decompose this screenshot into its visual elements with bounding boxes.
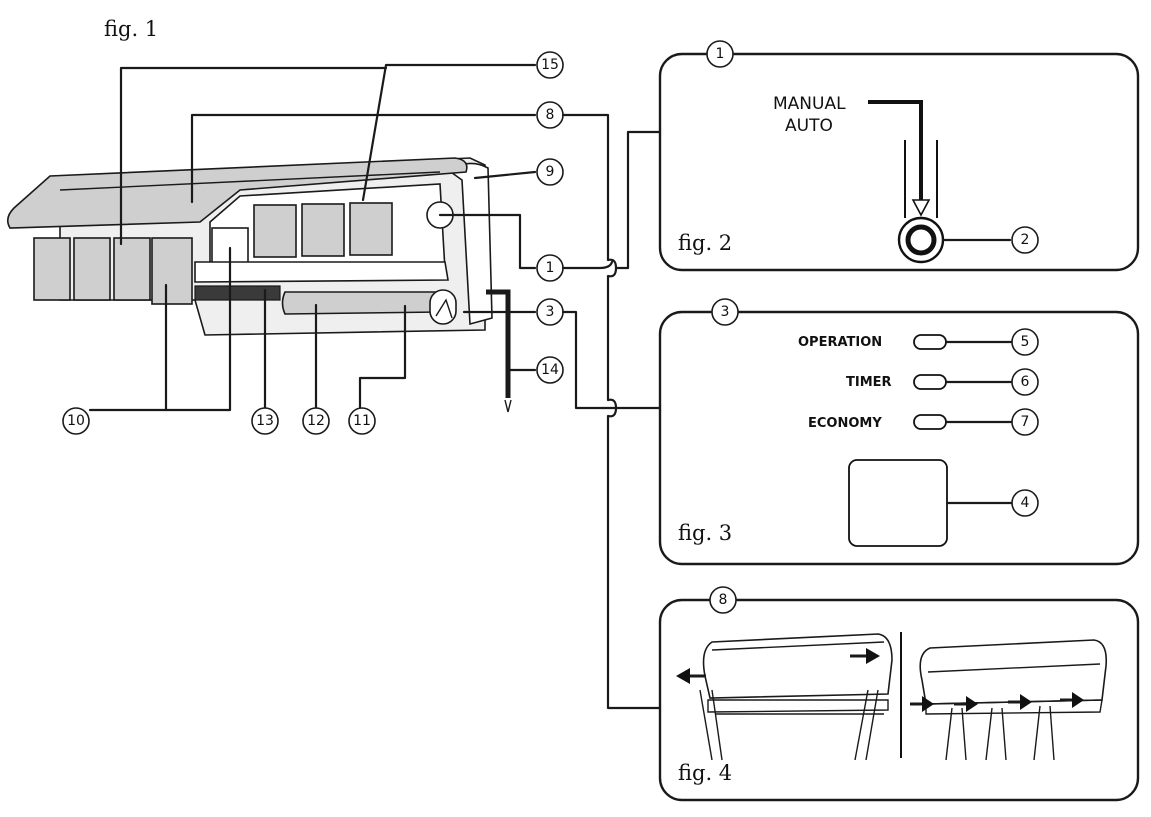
press-arrow-1-icon (922, 696, 934, 712)
fig4-open-panel-illustration (676, 633, 893, 761)
callout-13: 13 (251, 407, 279, 435)
air-outlet-louver (281, 291, 444, 315)
svg-text:9: 9 (546, 164, 555, 180)
svg-text:4: 4 (1021, 495, 1030, 511)
intake-grille-3 (113, 237, 151, 301)
svg-text:8: 8 (546, 107, 555, 123)
remote-signal-receiver (848, 459, 948, 547)
air-filter-1 (253, 204, 297, 258)
press-arrow-3-icon (1020, 694, 1032, 710)
fig4-label: fig. 4 (678, 761, 732, 785)
economy-label: ECONOMY (808, 416, 882, 431)
svg-text:11: 11 (353, 413, 371, 429)
fig1-leader-lines (88, 63, 537, 414)
fig2-callout-1: 1 (706, 40, 734, 68)
callout-6: 6 (1011, 368, 1039, 396)
fig4-close-panel-illustration (910, 639, 1108, 761)
callout-11: 11 (348, 407, 376, 435)
fig4-callout-8: 8 (709, 586, 737, 614)
arrow-right-icon (866, 648, 880, 664)
callout-8: 8 (536, 101, 564, 129)
callout-2: 2 (1011, 226, 1039, 254)
svg-text:7: 7 (1021, 414, 1030, 430)
timer-indicator-lamp (913, 374, 947, 390)
operation-indicator-circle (429, 289, 457, 325)
svg-text:8: 8 (719, 592, 728, 608)
callout-14: 14 (536, 356, 564, 384)
fig2-panel (658, 52, 1140, 272)
svg-text:6: 6 (1021, 374, 1030, 390)
drain-hose (486, 289, 511, 398)
manual-auto-switch-slot (904, 140, 938, 218)
svg-text:1: 1 (716, 46, 725, 62)
svg-text:3: 3 (546, 304, 555, 320)
callout-7: 7 (1011, 408, 1039, 436)
callout-12: 12 (302, 407, 330, 435)
auto-label: AUTO (785, 116, 833, 136)
operation-indicator-lamp (913, 334, 947, 350)
callout-3: 3 (536, 298, 564, 326)
press-arrow-2-icon (966, 696, 978, 712)
svg-text:10: 10 (67, 413, 85, 429)
manual-auto-pointer-line (868, 100, 923, 210)
svg-text:1: 1 (546, 260, 555, 276)
svg-text:15: 15 (541, 57, 559, 73)
manual-auto-arrow-head (911, 199, 931, 217)
arrow-left-icon (676, 668, 690, 684)
fig2-label: fig. 2 (678, 231, 732, 255)
air-filter-2 (301, 203, 345, 257)
fig3-label: fig. 3 (678, 521, 732, 545)
lower-body-strip (194, 261, 449, 283)
callout-10: 10 (62, 407, 90, 435)
intake-grille-1 (33, 237, 71, 301)
timer-label: TIMER (846, 375, 892, 390)
callout-15: 15 (536, 51, 564, 79)
svg-text:14: 14 (541, 362, 559, 378)
callout-5: 5 (1011, 328, 1039, 356)
air-filter-3 (349, 202, 393, 256)
svg-text:13: 13 (256, 413, 274, 429)
svg-text:12: 12 (307, 413, 325, 429)
svg-text:3: 3 (721, 304, 730, 320)
manual-label: MANUAL (773, 94, 846, 114)
callout-4: 4 (1011, 489, 1039, 517)
svg-text:2: 2 (1021, 232, 1030, 248)
intake-grille-4 (151, 237, 193, 305)
press-arrow-4-icon (1072, 692, 1084, 708)
callout-9: 9 (536, 158, 564, 186)
intake-grille-2 (73, 237, 111, 301)
horizontal-flaps (194, 285, 281, 301)
detail-connectors (561, 113, 662, 710)
manual-auto-button-inner (905, 224, 937, 256)
callout-1: 1 (536, 254, 564, 282)
economy-indicator-lamp (913, 414, 947, 430)
operation-label: OPERATION (798, 335, 882, 350)
fig3-callout-3: 3 (711, 298, 739, 326)
svg-text:5: 5 (1021, 334, 1030, 350)
indoor-unit-drawing (6, 157, 512, 413)
fig1-label: fig. 1 (104, 17, 158, 41)
